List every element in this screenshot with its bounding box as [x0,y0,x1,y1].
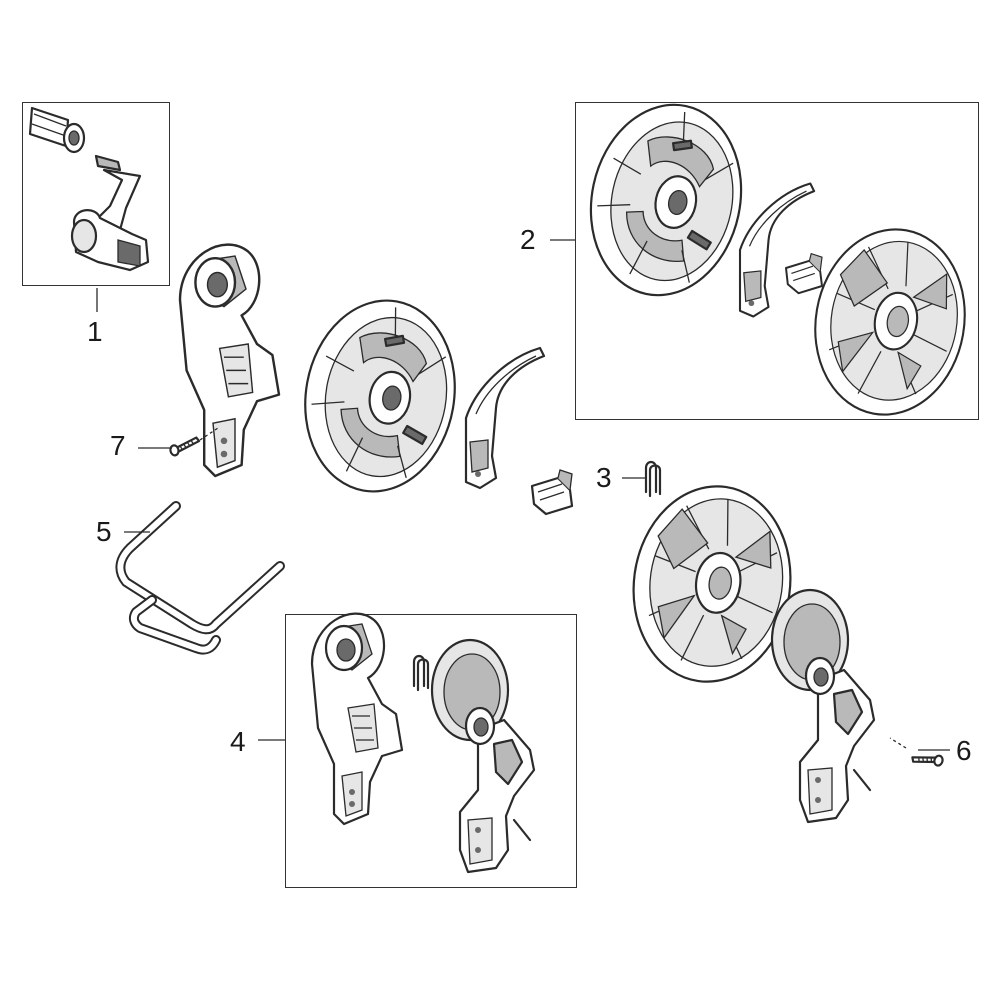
callout-2: 2 [520,224,536,255]
callout-4: 4 [230,726,246,757]
side-frame-kit [310,612,536,874]
kit-box-2 [575,102,979,420]
callout-5: 5 [96,516,112,547]
kit-box-4 [285,614,577,888]
callout-7: 7 [110,430,126,461]
guide-shoe [464,346,546,490]
callout-1: 1 [87,316,103,347]
drum-reel-assembly-kit [572,89,981,428]
connector [530,468,574,516]
wall-bracket-right [770,588,876,824]
drum-reel-front [289,287,471,505]
kit-box-1 [22,102,170,286]
crank-handle-kit [28,106,150,272]
screw-7 [167,427,219,458]
tube-frame [115,501,285,655]
clip [644,460,662,498]
leader-lines [96,239,950,751]
callout-6: 6 [956,735,972,766]
screw-6 [889,737,945,771]
callout-3: 3 [596,462,612,493]
